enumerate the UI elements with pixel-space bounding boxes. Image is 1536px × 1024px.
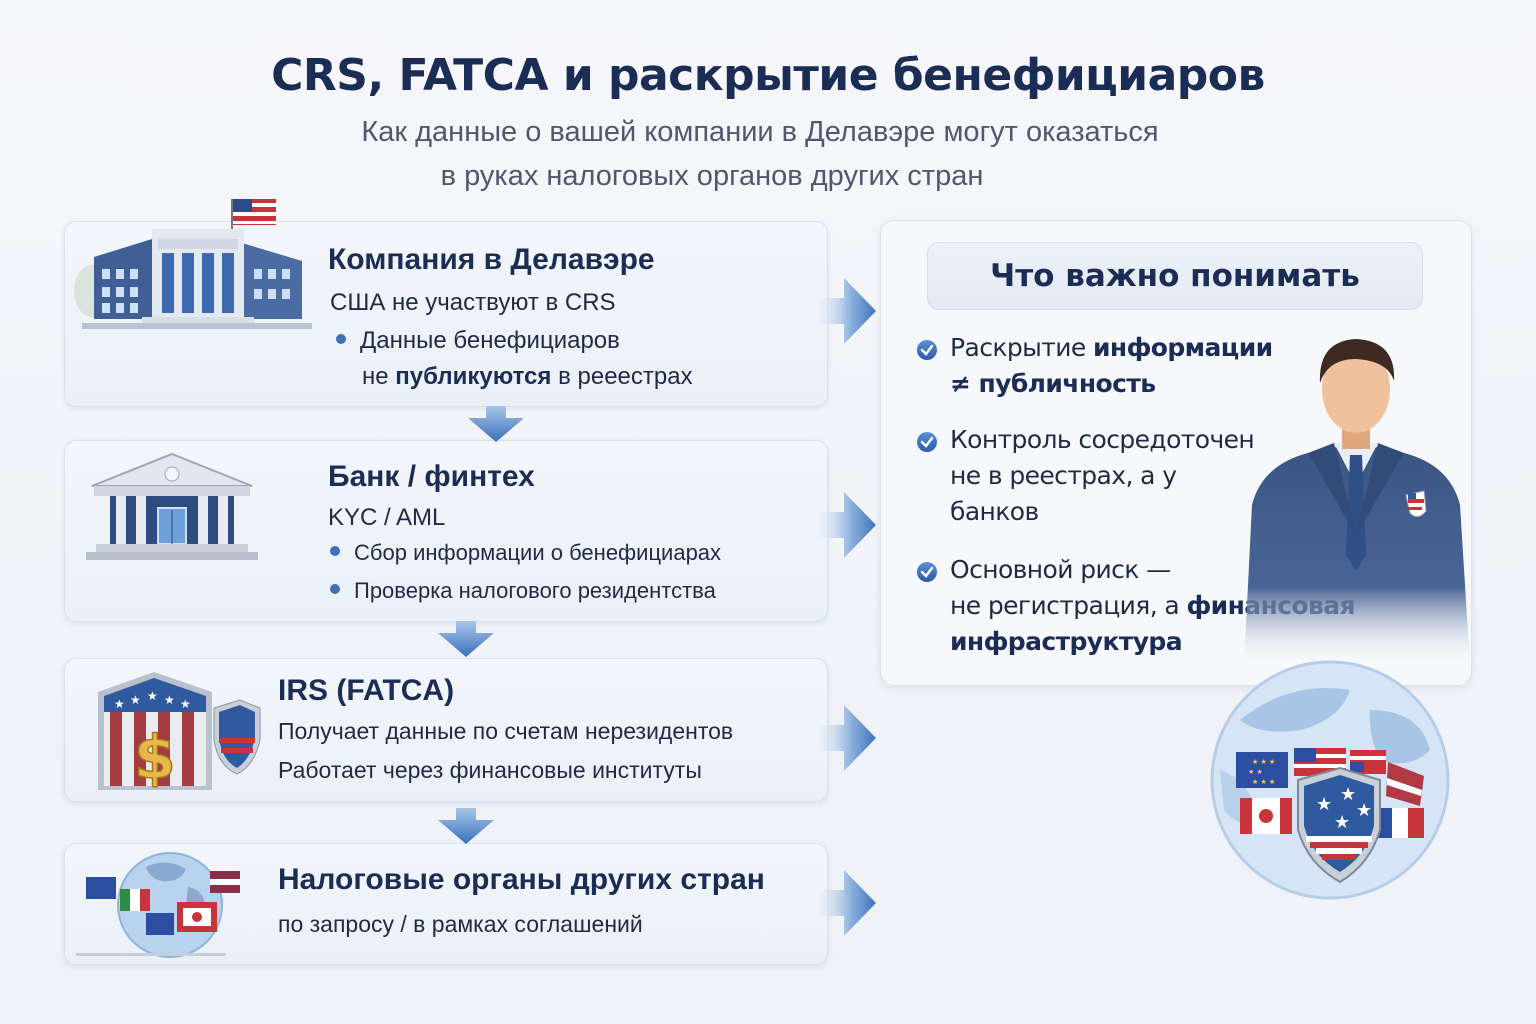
flow-card-irs-fatca: ★ ★ ★ ★ ★ $ IRS (FATCA) Получает данные по с… <box>64 658 828 802</box>
card-line: Работает через финансовые институты <box>278 757 702 783</box>
key-point-2: Контроль сосредоточен не в реестрах, а у… <box>916 422 1255 530</box>
card-subtitle: США не участвуют в CRS <box>330 289 616 316</box>
page-subtitle-line-1: Как данные о вашей компании в Делавэре м… <box>361 116 1159 148</box>
svg-text:$: $ <box>134 723 176 792</box>
bullet-dot-icon <box>330 546 340 557</box>
arrow-down-icon <box>438 808 494 844</box>
check-circle-icon <box>917 432 937 452</box>
businessman-illustration-icon <box>1244 339 1470 665</box>
arrow-right-icon <box>818 705 876 771</box>
page-subtitle-line-2: в руках налоговых органов других стран <box>440 160 984 192</box>
card-title: Банк / финтех <box>328 460 535 493</box>
flow-card-delaware-company: Компания в Делавэре США не участвуют в C… <box>64 199 828 407</box>
svg-text:★: ★ <box>147 689 158 703</box>
svg-text:★ ★ ★: ★ ★ ★ <box>1252 758 1275 766</box>
svg-text:★: ★ <box>1316 794 1332 815</box>
svg-text:★: ★ <box>114 697 125 711</box>
panel-title: Что важно понимать <box>927 242 1423 310</box>
globe-with-flags-icon <box>76 852 240 958</box>
card-line: Получает данные по счетам нерезидентов <box>278 718 734 744</box>
bank-building-icon <box>86 452 258 560</box>
card-bullet: Сбор информации о бенефициарах <box>330 540 721 566</box>
card-title: IRS (FATCA) <box>278 674 455 707</box>
card-subtitle: KYC / AML <box>328 504 446 531</box>
bullet-dot-icon <box>336 333 346 344</box>
card-bullet-continuation: не публикуются в рееестрах <box>362 363 693 390</box>
svg-text:★: ★ <box>1356 800 1372 821</box>
flow-card-bank-fintech: Банк / финтех KYC / AML Сбор информации … <box>64 440 828 622</box>
svg-text:★: ★ <box>164 693 175 707</box>
key-point-3: Основной риск — не регистрация, а финанс… <box>916 552 1356 660</box>
card-subtitle: по запросу / в рамках соглашений <box>278 911 643 937</box>
check-circle-icon <box>917 562 937 582</box>
key-point-1: Раскрытие информации ≠ публичность <box>916 330 1273 402</box>
svg-text:★: ★ <box>1340 784 1356 805</box>
svg-text:★: ★ <box>180 697 191 711</box>
flow-card-foreign-tax-authorities: Налоговые органы других стран по запросу… <box>64 843 828 965</box>
svg-text:★: ★ <box>1334 812 1350 833</box>
page-title: CRS, FATCA и раскрытие бенефициаров <box>271 50 1265 101</box>
bullet-dot-icon <box>330 584 340 595</box>
card-title: Компания в Делавэре <box>328 243 655 276</box>
office-building-with-us-flag-icon <box>74 199 312 329</box>
irs-shield-dollar-icon: ★ ★ ★ ★ ★ $ <box>98 672 261 792</box>
svg-text:★ ★: ★ ★ <box>1248 768 1263 776</box>
arrow-right-icon <box>818 870 876 936</box>
arrow-down-icon <box>438 621 494 657</box>
card-title: Налоговые органы других стран <box>278 863 765 896</box>
card-bullet: Проверка налогового резидентства <box>330 578 716 604</box>
svg-text:★ ★ ★: ★ ★ ★ <box>1252 778 1275 786</box>
arrow-right-icon <box>818 278 876 344</box>
arrow-down-icon <box>468 406 524 442</box>
check-circle-icon <box>917 340 937 360</box>
globe-with-shield-and-flags-icon: ★ ★ ★★ ★★ ★ ★ ★★★★ <box>1210 660 1450 900</box>
arrow-right-icon <box>818 492 876 558</box>
svg-text:★: ★ <box>130 693 141 707</box>
card-bullet: Данные бенефициаров <box>336 327 620 355</box>
